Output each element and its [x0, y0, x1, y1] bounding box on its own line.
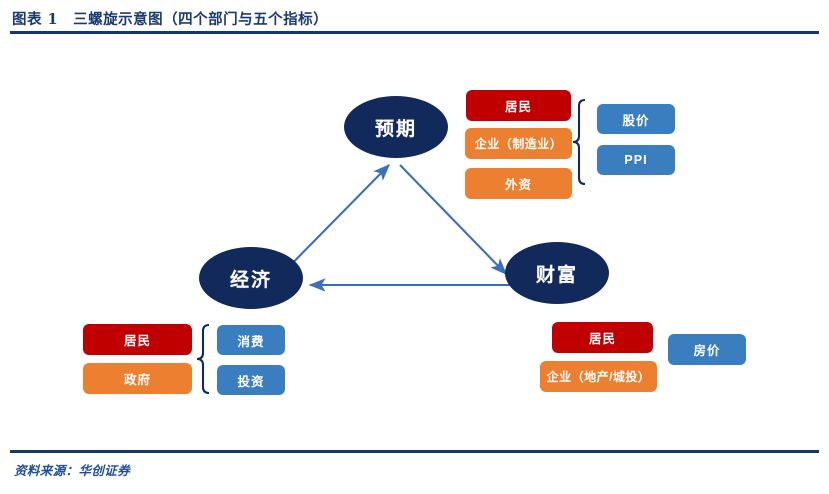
node-expectation-label: 预期 [374, 118, 417, 140]
economy-sector-government[interactable]: 政府 [83, 363, 192, 394]
expectation-sector-firm-label: 企业（制造业） [474, 137, 563, 151]
wealth-sector-firm[interactable]: 企业（地产/城投） [540, 361, 657, 392]
diagram-canvas: 预期 经济 财富 居民 企业（制造业） 外资 股价 PPI 居民 政府 [0, 34, 829, 448]
expectation-indicator-ppi[interactable]: PPI [597, 145, 675, 175]
wealth-sector-resident[interactable]: 居民 [552, 322, 653, 353]
wealth-indicator-house-price-label: 房价 [693, 344, 721, 358]
page-title: 图表 1 三螺旋示意图（四个部门与五个指标） [12, 11, 329, 28]
node-expectation[interactable]: 预期 [344, 96, 448, 158]
expectation-indicator-stock-price[interactable]: 股价 [597, 104, 675, 134]
node-economy-label: 经济 [229, 269, 272, 291]
node-wealth-label: 财富 [535, 264, 578, 286]
economy-indicator-investment-label: 投资 [237, 374, 265, 389]
source-note: 资料来源：华创证券 [14, 463, 131, 478]
node-economy[interactable]: 经济 [199, 247, 303, 309]
expectation-sector-firm[interactable]: 企业（制造业） [465, 128, 572, 159]
wealth-sector-firm-label: 企业（地产/城投） [546, 370, 651, 384]
expectation-indicator-ppi-label: PPI [624, 153, 648, 167]
economy-indicator-consumption-label: 消费 [237, 334, 265, 349]
node-wealth[interactable]: 财富 [505, 242, 609, 304]
wealth-sector-resident-label: 居民 [588, 332, 616, 346]
economy-sector-resident-label: 居民 [123, 334, 151, 348]
economy-sector-resident[interactable]: 居民 [83, 324, 192, 355]
wealth-indicator-house-price[interactable]: 房价 [668, 334, 746, 365]
expectation-indicator-stock-price-label: 股价 [622, 113, 650, 128]
brace-economy-group [196, 323, 210, 395]
expectation-sector-resident-label: 居民 [504, 100, 532, 114]
economy-indicator-investment[interactable]: 投资 [217, 365, 285, 395]
economy-sector-government-label: 政府 [123, 373, 151, 387]
source-divider [10, 450, 819, 453]
economy-indicator-consumption[interactable]: 消费 [217, 325, 285, 355]
expectation-sector-resident[interactable]: 居民 [466, 90, 571, 121]
expectation-sector-foreign-label: 外资 [504, 178, 532, 192]
expectation-sector-foreign[interactable]: 外资 [465, 168, 572, 199]
title-divider [10, 31, 819, 34]
brace-expectation-group [572, 98, 586, 186]
